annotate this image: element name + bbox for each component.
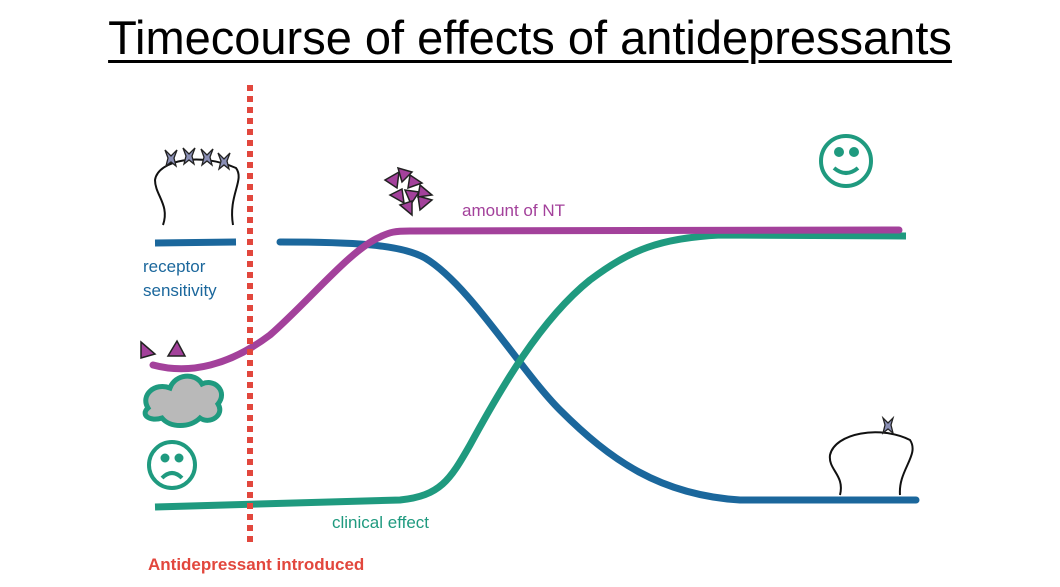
happy-face-icon: [819, 134, 873, 188]
neurotransmitter-pair-icon: [140, 339, 187, 359]
neuron-few-receptors-icon: [828, 415, 914, 496]
receptor-sensitivity-label-2: sensitivity: [143, 281, 217, 300]
receptor-sensitivity-curve-pre: [154, 238, 237, 247]
neurotransmitter-cluster-icon: [383, 166, 434, 217]
rain-cloud-icon: [142, 373, 225, 428]
page-title: Timecourse of effects of antidepressants: [108, 11, 952, 64]
nt-amount-label: amount of NT: [462, 201, 565, 220]
antidepressant-introduced-label: Antidepressant introduced: [148, 555, 364, 574]
clinical-effect-curve: [154, 231, 907, 511]
receptor-sensitivity-label: receptor: [143, 257, 206, 276]
receptor-sensitivity-curve: [276, 238, 920, 504]
clinical-effect-label: clinical effect: [332, 513, 429, 532]
nt-amount-curve: [149, 226, 903, 373]
neuron-many-receptors-icon: [153, 147, 240, 226]
sad-face-icon: [147, 440, 197, 490]
